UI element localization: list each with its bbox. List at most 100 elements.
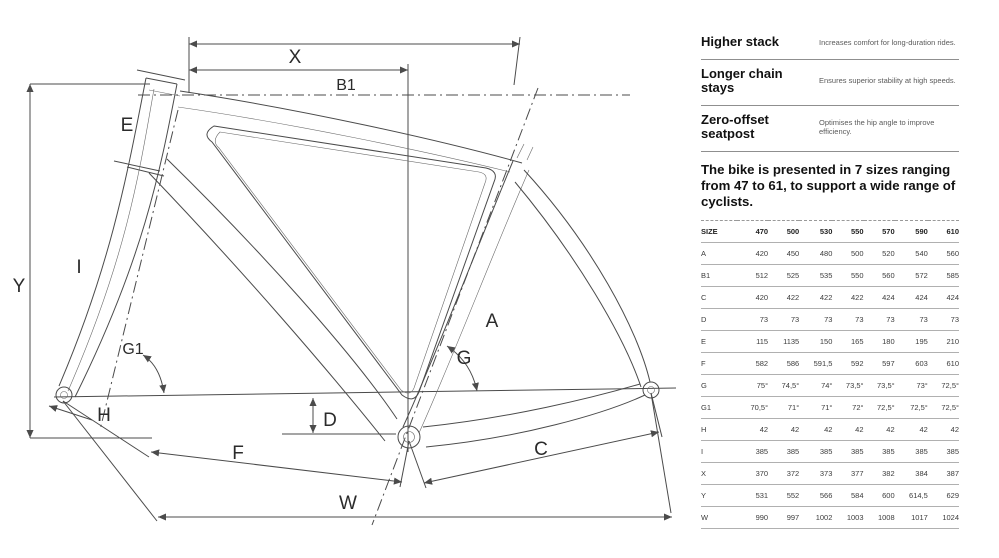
feature-longer-chain-stays: Longer chain stays Ensures superior stab… [701, 60, 959, 106]
feature-description: Increases comfort for long-duration ride… [819, 37, 956, 47]
bottom-bracket [397, 425, 421, 449]
dimension-value: 550 [832, 264, 864, 287]
dimension-value: 597 [863, 352, 895, 375]
dimension-value: 385 [768, 440, 800, 463]
dimension-label: C [701, 286, 737, 309]
dimension-value: 115 [737, 330, 769, 353]
dimension-value: 370 [737, 462, 769, 485]
geometry-info-panel: Higher stack Increases comfort for long-… [701, 33, 959, 529]
size-column-header: 610 [927, 220, 959, 243]
label-reach-x: X [289, 47, 302, 68]
size-column-header: 570 [863, 220, 895, 243]
dimension-value: 42 [863, 418, 895, 441]
dimension-value: 165 [832, 330, 864, 353]
dimension-value: 73 [799, 308, 833, 331]
dimension-value: 560 [863, 264, 895, 287]
dimension-value: 42 [768, 418, 800, 441]
label-headangle-g1: G1 [122, 341, 143, 358]
dimension-value: 592 [832, 352, 864, 375]
dimension-value: 70,5° [737, 396, 769, 419]
dimension-value: 72,5° [863, 396, 895, 419]
dimension-value: 1003 [832, 506, 864, 529]
dimension-value: 610 [927, 352, 959, 375]
dimension-value: 150 [799, 330, 833, 353]
dimension-value: 73 [927, 308, 959, 331]
dimension-label: W [701, 506, 737, 529]
dimension-label: F [701, 352, 737, 375]
dimension-value: 520 [863, 242, 895, 265]
label-seattube-a: A [486, 311, 499, 332]
frame-geometry-drawing: X B1 E I Y G1 H D F W A G C [13, 36, 677, 526]
dimension-value: 387 [927, 462, 959, 485]
dimension-value: 73 [832, 308, 864, 331]
feature-title: Longer chain stays [701, 65, 783, 96]
dimension-value: 73,5° [832, 374, 864, 397]
dimension-value: 450 [768, 242, 800, 265]
dimension-value: 997 [768, 506, 800, 529]
dimension-value: 385 [927, 440, 959, 463]
sizes-intro-text: The bike is presented in 7 sizes ranging… [701, 161, 956, 210]
label-chainstay-c: C [534, 439, 548, 460]
dimension-value: 210 [927, 330, 959, 353]
dimension-value: 585 [927, 264, 959, 287]
dimension-value: 535 [799, 264, 833, 287]
size-column-header: 470 [737, 220, 769, 243]
dimension-value: 73 [737, 308, 769, 331]
dimension-value: 572 [894, 264, 928, 287]
dimension-value: 73,5° [863, 374, 895, 397]
dimension-value: 600 [863, 484, 895, 507]
dimension-value: 422 [768, 286, 800, 309]
dimension-label: G1 [701, 396, 737, 419]
dimension-value: 74° [799, 374, 833, 397]
dimension-value: 582 [737, 352, 769, 375]
dimension-value: 603 [894, 352, 928, 375]
feature-title: Higher stack [701, 34, 780, 49]
dimension-label: X [701, 462, 737, 485]
dimension-label: G [701, 374, 737, 397]
dimension-value: 72° [832, 396, 864, 419]
dimension-value: 42 [737, 418, 769, 441]
size-column-header: 550 [832, 220, 864, 243]
dimension-value: 480 [799, 242, 833, 265]
dimension-value: 584 [832, 484, 864, 507]
dimension-value: 72,5° [927, 396, 959, 419]
label-bbdrop-d: D [323, 410, 337, 431]
dimension-value: 1017 [894, 506, 928, 529]
feature-description: Ensures superior stability at high speed… [819, 76, 956, 86]
dimension-value: 586 [768, 352, 800, 375]
dimension-value: 560 [927, 242, 959, 265]
dimension-label: D [701, 308, 737, 331]
dimension-value: 382 [863, 462, 895, 485]
dimension-value: 512 [737, 264, 769, 287]
front-dropout [55, 386, 73, 404]
dimension-value: 42 [832, 418, 864, 441]
dimension-value: 73 [894, 308, 928, 331]
dimension-value: 385 [894, 440, 928, 463]
dimension-value: 990 [737, 506, 769, 529]
dimension-value: 1024 [927, 506, 959, 529]
dimension-value: 1002 [799, 506, 833, 529]
dimension-value: 385 [737, 440, 769, 463]
dimension-value: 373 [799, 462, 833, 485]
dimension-value: 422 [832, 286, 864, 309]
label-forkoffset-h: H [97, 405, 111, 426]
dimension-value: 385 [799, 440, 833, 463]
dimension-value: 74,5° [768, 374, 800, 397]
dimension-value: 424 [894, 286, 928, 309]
dimension-value: 614,5 [894, 484, 928, 507]
dimension-value: 385 [832, 440, 864, 463]
dimension-label: E [701, 330, 737, 353]
